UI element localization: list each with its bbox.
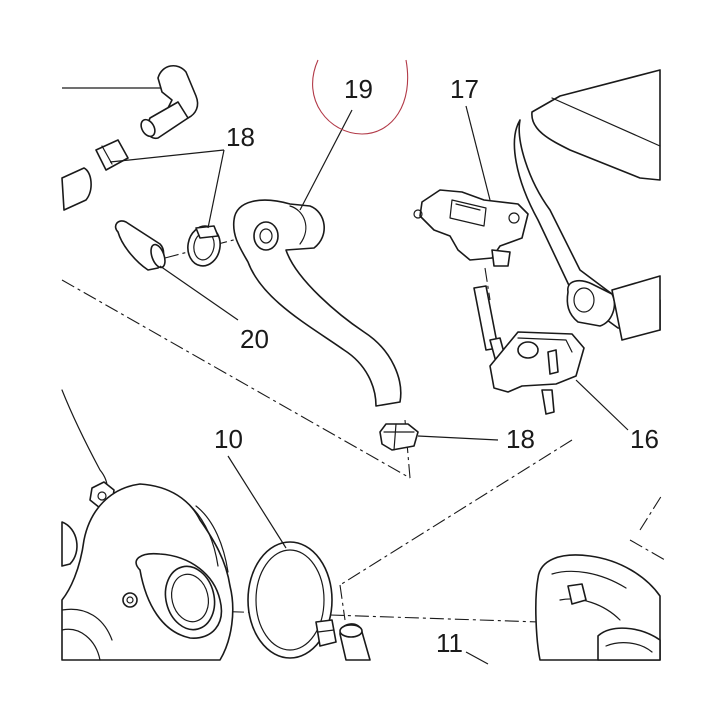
- part-10-band-clamp: [247, 541, 337, 659]
- part-20-elbow-hose: [114, 220, 166, 271]
- upper-left-elbow-fitting: [61, 65, 199, 211]
- callout-labels: 19 17 18 20 18 10 16 11: [214, 74, 659, 658]
- leader-lines: [109, 105, 629, 665]
- throttle-body-right: [535, 554, 661, 661]
- part-16-sensor-block: [473, 285, 585, 415]
- callout-18-top: 18: [226, 122, 255, 152]
- highlight-ring-19: [312, 59, 409, 135]
- small-tube-bottom: [339, 623, 371, 661]
- callout-10: 10: [214, 424, 243, 454]
- part-18-nut-bottom: [379, 423, 419, 451]
- callout-16: 16: [630, 424, 659, 454]
- part-19-hose: [232, 199, 402, 407]
- callout-19: 19: [344, 74, 373, 104]
- upper-right-frame-bracket: [513, 69, 661, 341]
- callout-20: 20: [240, 324, 269, 354]
- callout-17: 17: [450, 74, 479, 104]
- part-17-sensor: [413, 189, 529, 267]
- part-18-hose-clamp-top: [187, 225, 221, 267]
- throttle-body-left: [61, 389, 234, 661]
- callout-18-bottom: 18: [506, 424, 535, 454]
- callout-11: 11: [436, 628, 463, 658]
